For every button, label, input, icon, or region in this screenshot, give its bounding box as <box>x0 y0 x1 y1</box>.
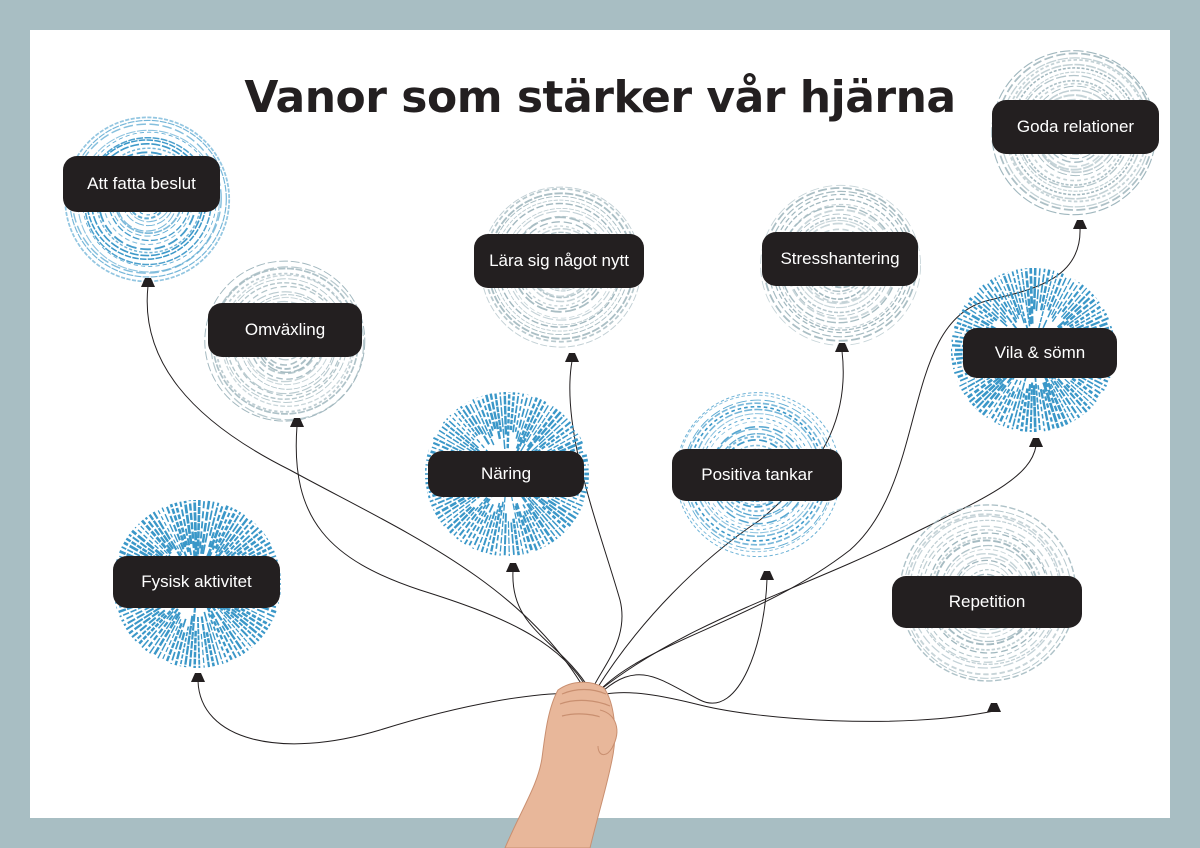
balloon-label: Fysisk aktivitet <box>113 556 280 608</box>
balloon-string <box>603 578 768 704</box>
balloon-knot <box>565 353 579 362</box>
balloon-label: Näring <box>428 451 584 497</box>
balloon-label: Goda relationer <box>992 100 1159 154</box>
balloon-string <box>595 350 844 691</box>
balloon-string <box>569 360 623 691</box>
balloon-knot <box>1073 220 1087 229</box>
balloon-string <box>599 227 1081 691</box>
balloon-label: Vila & sömn <box>963 328 1117 378</box>
balloon-label: Positiva tankar <box>672 449 842 501</box>
balloon-knot <box>760 571 774 580</box>
balloon-string <box>599 445 1037 691</box>
balloon-knot <box>290 418 304 427</box>
balloon-knot <box>506 563 520 572</box>
balloon-label: Repetition <box>892 576 1082 628</box>
balloon-label: Omväxling <box>208 303 362 357</box>
balloon-strings <box>146 227 1081 745</box>
balloon-knot <box>141 278 155 287</box>
balloon-string <box>512 570 591 691</box>
balloon-knot <box>1029 438 1043 447</box>
balloon-string <box>605 692 995 722</box>
hand-holding-strings <box>504 681 618 848</box>
balloon-knot <box>191 673 205 682</box>
balloon-label: Lära sig något nytt <box>474 234 644 288</box>
hand-arm <box>504 681 616 848</box>
balloon-knot <box>835 343 849 352</box>
balloon-string <box>197 680 587 745</box>
balloon-knot <box>987 703 1001 712</box>
balloon-label: Stresshantering <box>762 232 918 286</box>
balloon-string <box>295 425 589 691</box>
poster-title: Vanor som stärker vår hjärna <box>244 72 956 123</box>
balloon-label: Att fatta beslut <box>63 156 220 212</box>
hand-thumb <box>597 709 618 755</box>
